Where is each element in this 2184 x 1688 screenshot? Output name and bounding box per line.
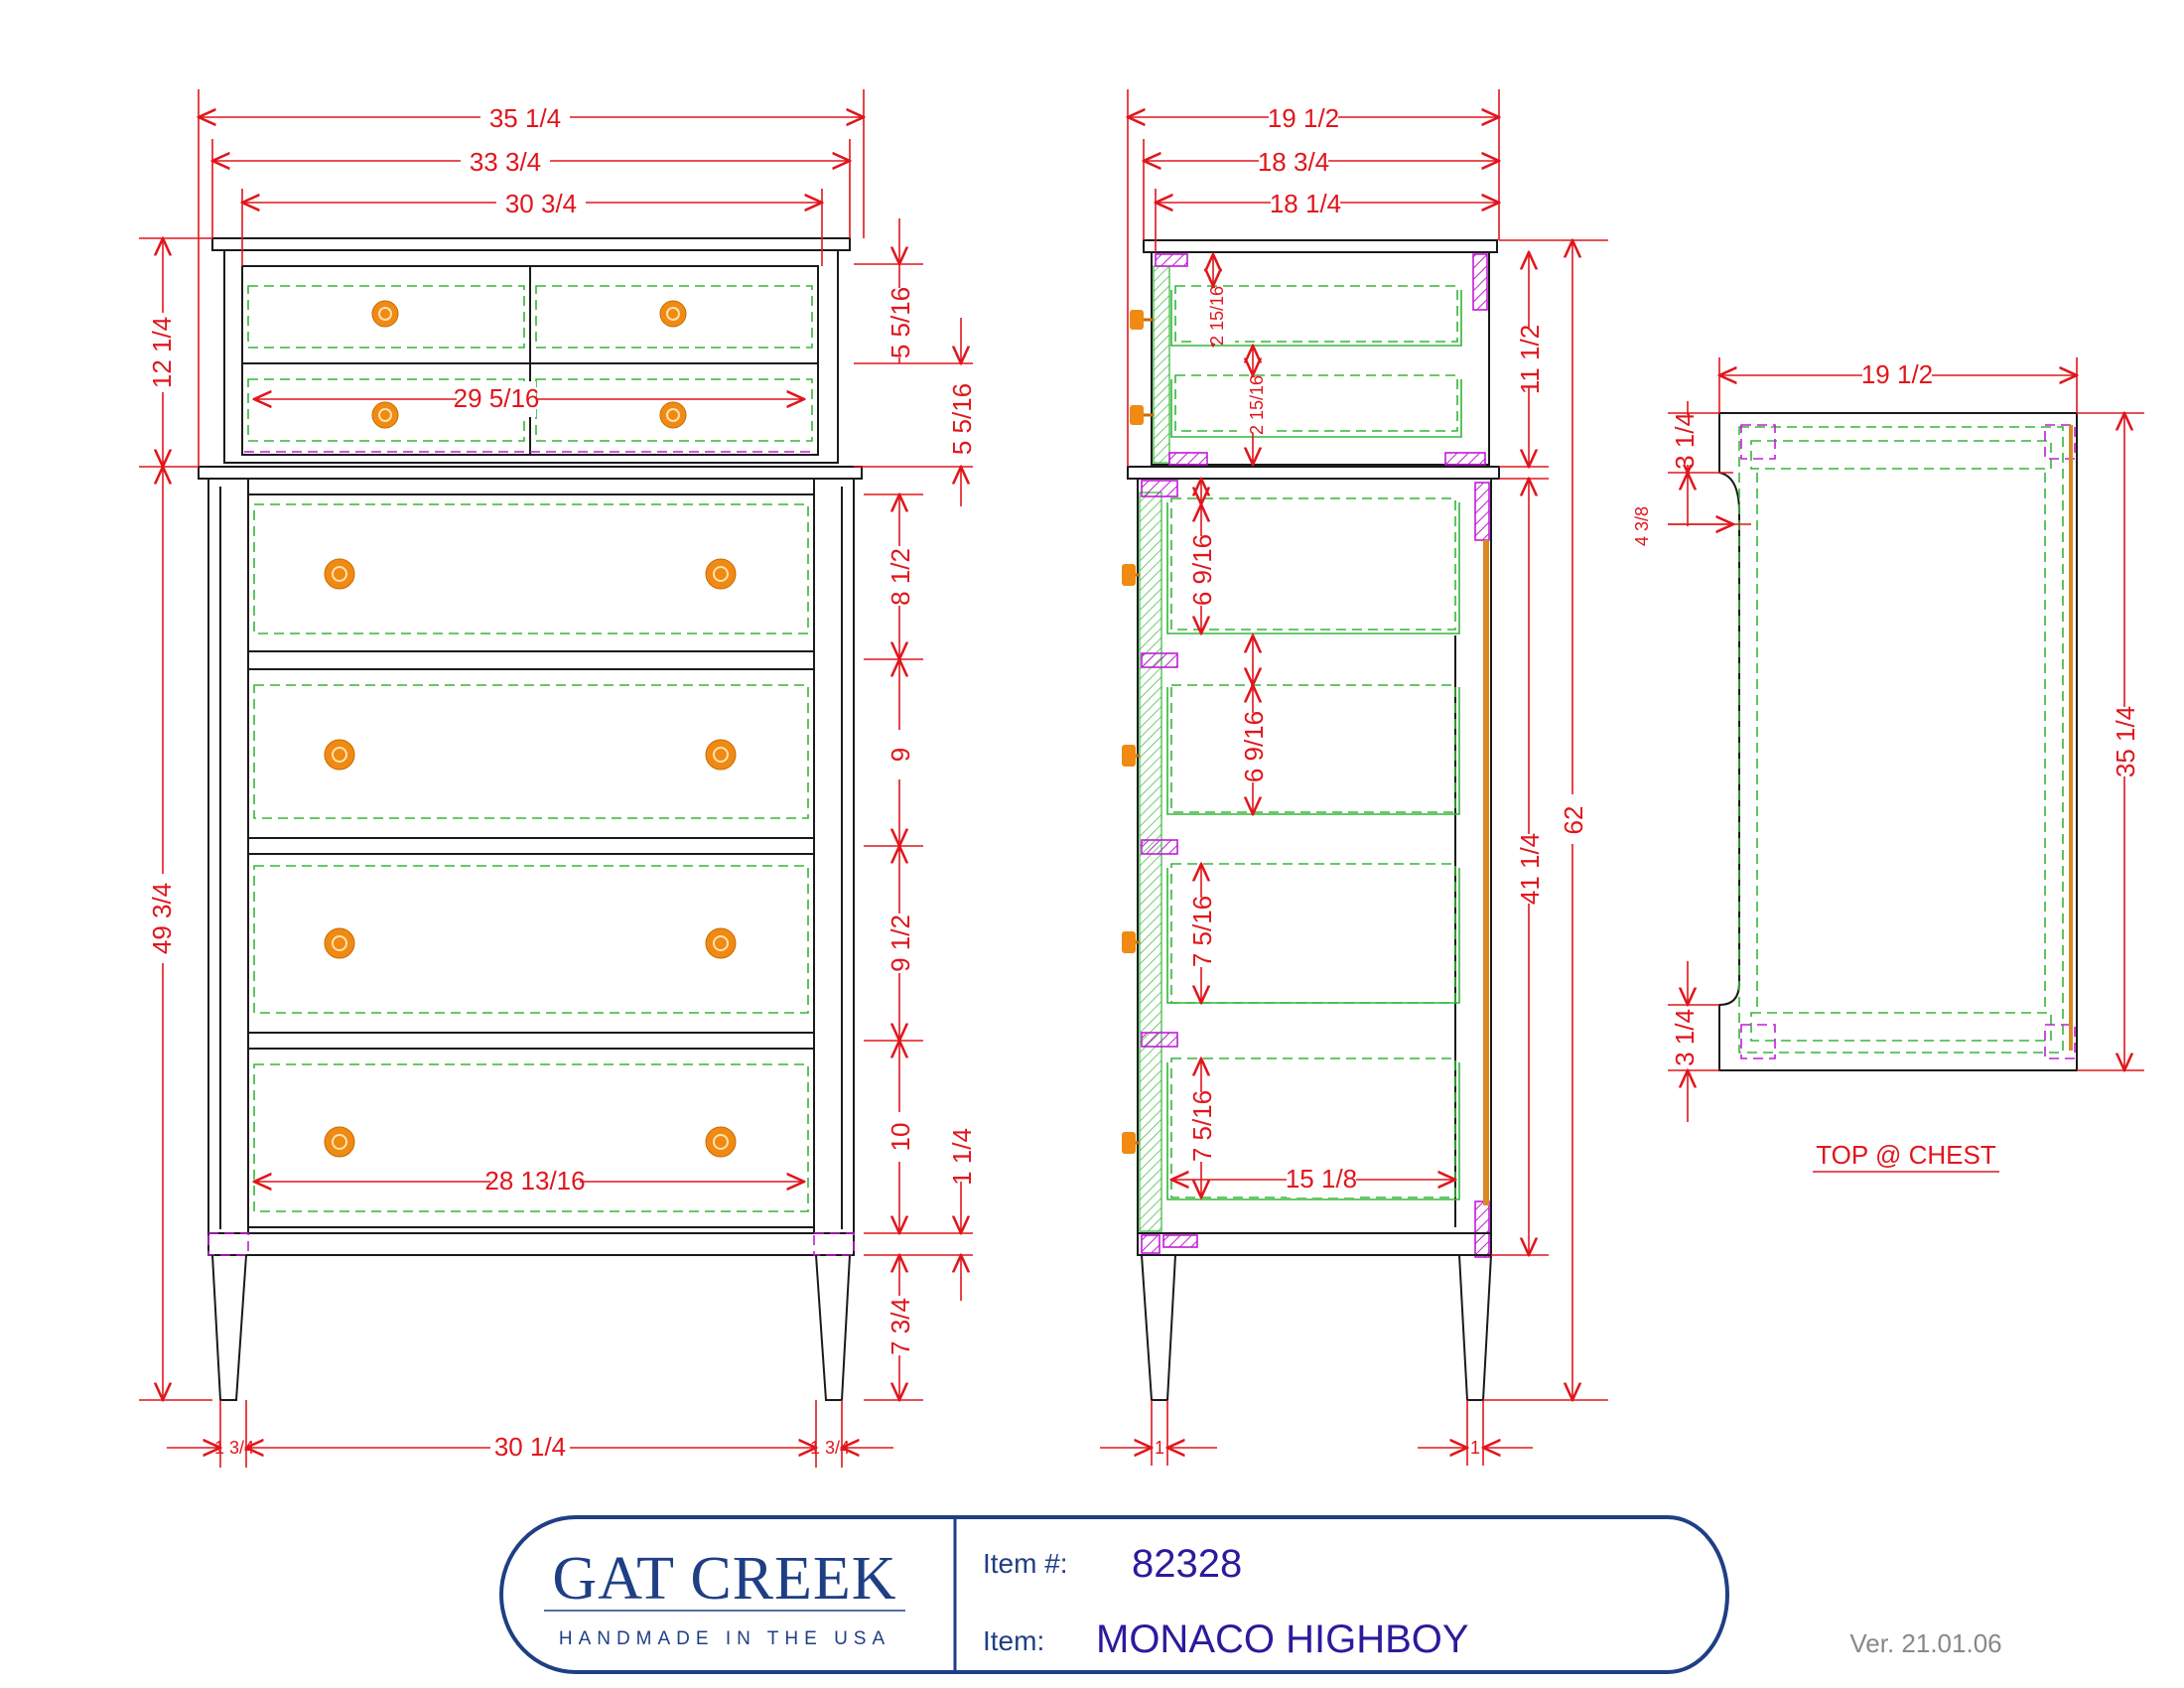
dim-upper-height: 12 1/4 [147,317,177,388]
side-upper-top [1143,239,1498,253]
dim-side-crown-depth: 18 3/4 [1258,147,1329,177]
brand-tagline: HANDMADE IN THE USA [559,1628,890,1649]
dim-side-small-drawer-1: 2 15/16 [1207,286,1227,346]
dim-top-depth: 19 1/2 [1861,359,1933,389]
right-leg [815,1254,851,1401]
dim-drawer-2: 9 [886,748,915,762]
knob-icon [1122,745,1140,767]
dim-leg-width-left: 1 3/4 [214,1438,254,1458]
side-back-leg [1458,1254,1492,1401]
left-post [207,478,249,1234]
front-view: 35 1/4 33 3/4 30 3/4 12 1/4 49 3/4 5 5/1… [139,89,981,1468]
upper-top-board [211,237,851,251]
dim-top-notch-bottom: 3 1/4 [1670,1009,1700,1066]
dim-leg-height: 7 3/4 [886,1298,915,1355]
knob-icon [659,401,687,429]
dim-side-case-height: 41 1/4 [1515,833,1545,905]
dim-top-notch-top: 3 1/4 [1670,412,1700,470]
knob-icon [705,927,737,959]
dim-small-drawer-2: 5 5/16 [947,383,977,455]
brand-logo: GAT CREEK [552,1545,896,1613]
knob-icon [324,739,355,771]
left-leg [211,1254,247,1401]
dim-side-drawer-1: 6 9/16 [1187,534,1217,606]
top-view-caption: TOP @ CHEST [1816,1140,1996,1170]
dim-bottom-rail: 1 1/4 [947,1128,977,1186]
version-label: Ver. 21.01.06 [1849,1628,2001,1658]
knob-icon [1122,931,1140,953]
bottom-rail [207,1232,855,1256]
right-post [813,478,855,1234]
item-number: 82328 [1132,1542,1242,1586]
side-front-leg [1141,1254,1176,1401]
title-block: GAT CREEK HANDMADE IN THE USA Item #: 82… [499,1515,1729,1674]
upper-case [223,249,839,464]
drawer-4 [247,1048,815,1228]
item-number-label: Item #: [983,1548,1068,1579]
dim-small-drawer-1: 5 5/16 [886,287,915,358]
dim-side-drawer-2: 6 9/16 [1239,711,1269,782]
knob-icon [659,300,687,328]
drawer-1 [247,493,815,652]
dim-overall-width: 35 1/4 [489,103,561,133]
item-name: MONACO HIGHBOY [1096,1618,1469,1661]
knob-icon [705,1126,737,1158]
dim-side-back-leg: 1 [1470,1438,1480,1458]
dim-upper-case-width: 30 3/4 [505,189,577,218]
top-view: 19 1/2 35 1/4 3 1/4 4 3/8 3 1/4 TOP @ CH… [1632,355,2146,1173]
drawer-2 [247,668,815,839]
dim-between-legs: 30 1/4 [494,1432,566,1462]
knob-icon [1122,1132,1140,1154]
side-upper-case [1151,251,1490,466]
dim-side-case-depth: 18 1/4 [1270,189,1341,218]
knob-icon [324,558,355,590]
knob-icon [324,1126,355,1158]
drawer-3 [247,853,815,1034]
knob-icon [324,927,355,959]
knob-icon [371,401,399,429]
dim-side-front-leg: 1 [1155,1438,1164,1458]
item-label: Item: [983,1625,1044,1656]
knob-icon [1130,405,1154,425]
dim-side-overall-depth: 19 1/2 [1268,103,1339,133]
dim-drawer-1: 8 1/2 [886,548,915,606]
knob-icon [705,558,737,590]
dim-side-drawer-length: 15 1/8 [1286,1164,1357,1194]
dim-drawer-4: 10 [886,1123,915,1152]
knob-icon [705,739,737,771]
dim-leg-width-right: 1 3/4 [810,1438,850,1458]
dim-drawer-interior-width: 28 13/16 [484,1166,585,1196]
knob-icon [371,300,399,328]
dim-small-drawer-width: 29 5/16 [454,383,540,413]
top-outline [1718,412,2078,1071]
side-mid-top [1127,466,1500,480]
dim-side-drawer-3: 7 5/16 [1187,896,1217,967]
side-view: 19 1/2 18 3/4 18 1/4 2 15/16 2 15/16 6 9… [1100,89,1608,1466]
dim-drawer-3: 9 1/2 [886,914,915,972]
dim-side-drawer-4: 7 5/16 [1187,1090,1217,1162]
dim-top-width: 35 1/4 [2111,706,2140,777]
dim-lower-height: 49 3/4 [147,883,177,954]
dim-top-notch-depth: 4 3/8 [1632,506,1652,546]
mid-top-board [198,466,863,480]
dim-side-small-drawer-2: 2 15/16 [1247,375,1267,435]
dim-side-upper-height: 11 1/2 [1515,325,1545,394]
dim-crown-width: 33 3/4 [470,147,541,177]
knob-icon [1122,564,1140,586]
knob-icon [1130,310,1154,330]
dim-side-overall-height: 62 [1559,806,1588,835]
